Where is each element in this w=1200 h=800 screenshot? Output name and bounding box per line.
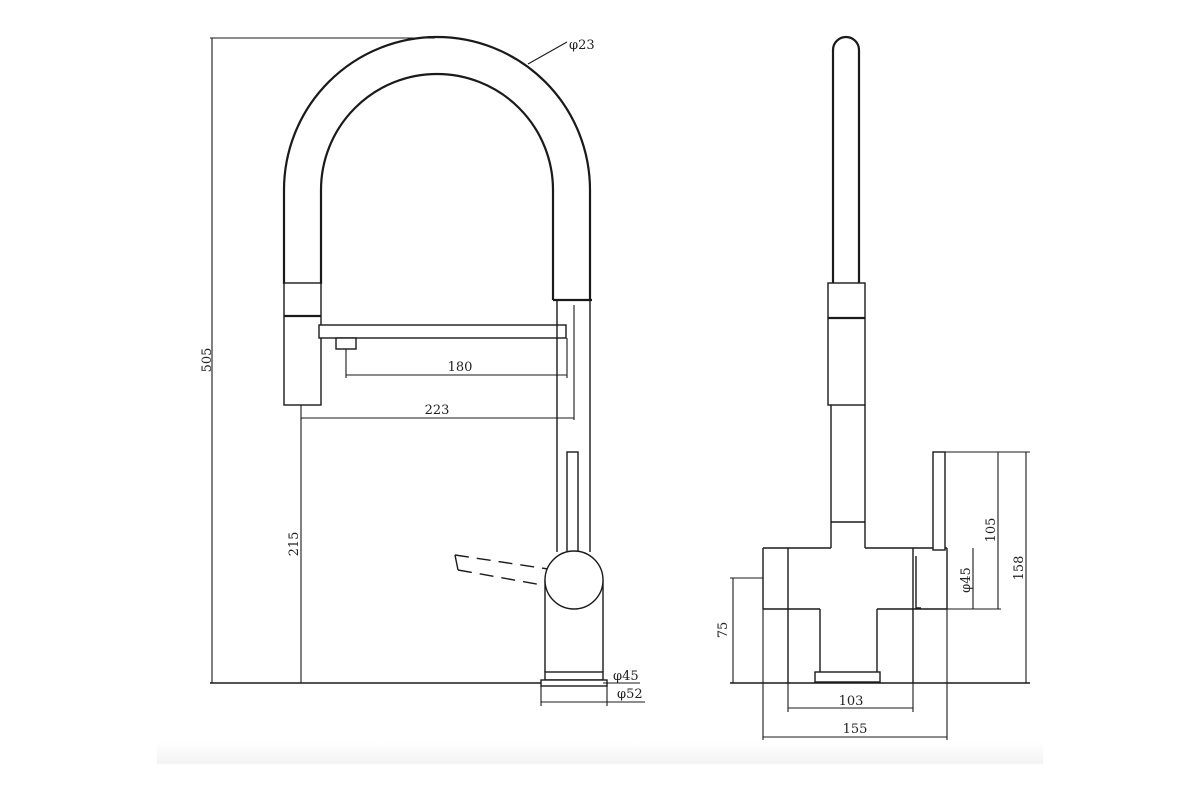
dim-180-label: 180: [448, 360, 473, 375]
dim-215-label: 215: [287, 532, 302, 557]
dim-158-label: 158: [1012, 556, 1027, 581]
hose-outer-arc: [282, 35, 592, 300]
spout-bar: [318, 324, 567, 339]
front-view: 75 103 155 105 158 φ45: [716, 35, 1030, 740]
handle-dashed-bottom: [457, 569, 549, 587]
front-handle-post: [932, 451, 946, 551]
handle-dashed-top: [454, 554, 549, 570]
base-flange-inner: [544, 671, 604, 681]
dim-155-label: 155: [843, 722, 868, 737]
side-view: 505 φ23 180 223 215 φ45 φ52: [200, 35, 645, 706]
aerator: [335, 337, 357, 350]
dim-phi45-front-label: φ45: [959, 567, 974, 593]
bottom-gray-strip: [157, 742, 1043, 764]
dim-75-label: 75: [716, 622, 731, 639]
dim-223-label: 223: [425, 403, 450, 418]
hose-inner-arc: [319, 72, 555, 300]
handle-hub: [544, 550, 604, 610]
dim-phi45-base-label: φ45: [613, 669, 639, 684]
dim-105-label: 105: [984, 518, 999, 543]
dim-505-label: 505: [200, 348, 215, 373]
spout-tube: [831, 35, 861, 283]
dim-103-label: 103: [839, 694, 864, 709]
front-base-plate: [814, 671, 881, 683]
base-flange-outer: [540, 679, 608, 687]
dim-phi23-label: φ23: [569, 38, 595, 53]
dim-phi52-label: φ52: [617, 687, 643, 702]
lever-handle: [566, 451, 579, 553]
spray-head: [283, 282, 322, 406]
front-spray-head: [827, 282, 866, 406]
